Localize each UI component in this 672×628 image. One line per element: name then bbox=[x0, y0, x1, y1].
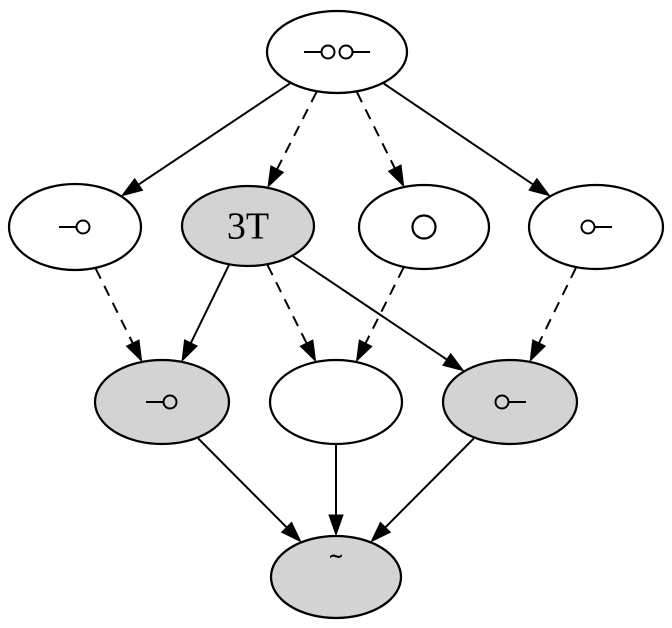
nodes-layer: 3T ~ bbox=[7, 9, 665, 620]
arrowhead-top-to-right-multimap bbox=[528, 177, 551, 197]
arrowhead-right-multimap-gray-to-tilde bbox=[370, 521, 392, 543]
arrowhead-three-t-to-right-multimap-gray bbox=[442, 352, 465, 372]
arrowhead-blank-to-tilde bbox=[328, 514, 344, 537]
arrowhead-top-to-circle bbox=[387, 164, 405, 188]
node-tilde: ~ bbox=[269, 534, 403, 620]
node-blank bbox=[268, 358, 404, 446]
node-three-t: 3T bbox=[180, 184, 316, 268]
circle-icon bbox=[411, 214, 437, 240]
node-left-multimap-gray bbox=[93, 358, 231, 446]
node-circle-shape bbox=[357, 183, 491, 271]
node-three-t-shape bbox=[180, 184, 316, 268]
edges-layer bbox=[94, 82, 577, 543]
edge-three-t-to-right-multimap-gray-line bbox=[292, 255, 450, 363]
edge-top-to-left-multimap-line bbox=[135, 82, 291, 188]
node-left-multimap bbox=[7, 182, 143, 272]
arrowhead-three-t-to-left-multimap-gray bbox=[181, 339, 198, 363]
arrowhead-right-multimap-to-right-multimap-gray bbox=[529, 339, 547, 363]
line-circle-icon bbox=[146, 394, 178, 410]
arrowhead-top-to-left-multimap bbox=[120, 177, 144, 197]
circle-line-icon bbox=[580, 219, 612, 235]
node-top-shape bbox=[265, 9, 409, 95]
node-right-multimap bbox=[527, 183, 665, 271]
edge-right-multimap-gray-to-tilde-line bbox=[382, 437, 475, 531]
edge-top-to-three-t-line bbox=[274, 91, 318, 173]
node-tilde-label: ~ bbox=[328, 545, 344, 567]
edge-three-t-to-blank-line bbox=[266, 264, 309, 347]
arrowhead-top-to-three-t bbox=[267, 165, 285, 189]
node-top bbox=[265, 9, 409, 95]
node-circle bbox=[357, 183, 491, 271]
node-right-multimap-gray bbox=[441, 358, 579, 446]
node-blank-shape bbox=[268, 358, 404, 446]
circle-line-icon bbox=[494, 394, 526, 410]
edge-top-to-circle-line bbox=[356, 91, 397, 172]
edge-circle-to-blank-line bbox=[363, 267, 405, 347]
arrowhead-left-multimap-gray-to-tilde bbox=[280, 521, 302, 543]
edge-right-multimap-to-right-multimap-gray-line bbox=[536, 267, 577, 347]
node-three-t-label: 3T bbox=[227, 206, 269, 248]
edge-left-multimap-gray-to-tilde-line bbox=[197, 437, 290, 531]
edge-three-t-to-left-multimap-gray-line bbox=[188, 264, 230, 347]
line-circle-icon bbox=[59, 219, 91, 235]
line-circle-circle-line-icon bbox=[304, 44, 370, 60]
arrowhead-circle-to-blank bbox=[355, 339, 373, 363]
edge-left-multimap-to-left-multimap-gray-line bbox=[94, 268, 135, 347]
arrowhead-left-multimap-to-left-multimap-gray bbox=[125, 339, 143, 363]
arrowhead-three-t-to-blank bbox=[299, 339, 317, 363]
edge-top-to-right-multimap-line bbox=[383, 82, 537, 187]
